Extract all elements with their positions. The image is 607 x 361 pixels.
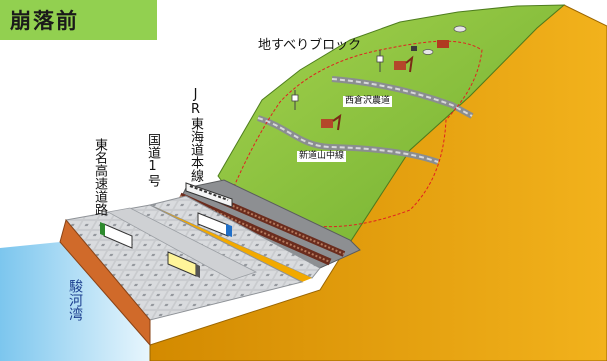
monitoring-post-icon — [291, 90, 299, 110]
tank-icon — [453, 25, 467, 33]
excavator-icon — [321, 113, 342, 131]
bay-label: 駿河湾 — [67, 279, 83, 321]
building-icon — [437, 40, 449, 48]
seawall — [59, 218, 151, 347]
route1-label: 国道1号 — [145, 133, 160, 187]
building-icon — [411, 46, 417, 51]
landslide-block-label: 地すべりブロック — [258, 38, 362, 53]
jr-line-label: JR東海道本線 — [188, 87, 203, 182]
expressway-median — [106, 207, 258, 281]
lower-road — [257, 115, 440, 165]
truck-icon — [100, 222, 133, 249]
lower-road-label: 新道山中線 — [297, 151, 347, 162]
truck-icon — [167, 251, 200, 278]
status-badge-label: 崩落前 — [10, 9, 79, 33]
sea-area — [0, 242, 150, 361]
tank-icon — [422, 49, 434, 55]
upper-farm-road — [331, 76, 474, 119]
monitoring-post-icon — [376, 50, 384, 72]
truck-icon — [197, 212, 232, 237]
excavator-icon — [394, 55, 414, 73]
upper-road-label: 西倉沢農道 — [343, 96, 393, 107]
tomei-label: 東名高速道路 — [92, 138, 107, 216]
train-icon — [185, 182, 233, 208]
status-badge: 崩落前 — [0, 0, 157, 40]
landslide-outline — [229, 40, 483, 228]
